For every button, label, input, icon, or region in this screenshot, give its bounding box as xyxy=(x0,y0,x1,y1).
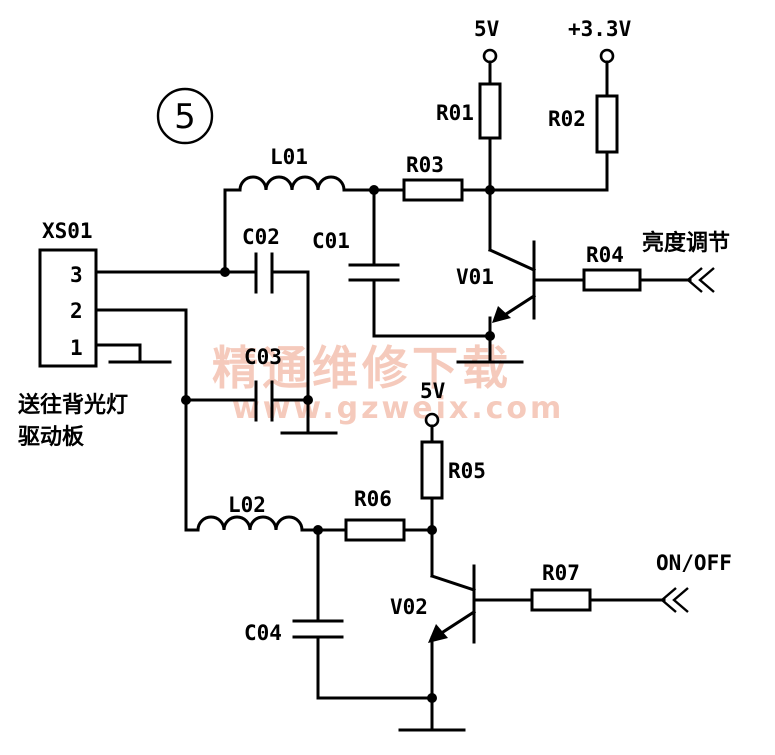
brightness-label: 亮度调节 xyxy=(642,230,730,256)
wire xyxy=(270,270,310,435)
capacitor-c01: C01 xyxy=(312,229,400,282)
connector-caption-1: 送往背光灯 xyxy=(18,392,128,418)
capacitor-c03: C03 xyxy=(244,345,282,422)
connector-label: XS01 xyxy=(42,219,93,243)
onoff-label: ON/OFF xyxy=(656,551,732,575)
pin-2-label: 2 xyxy=(70,299,83,323)
c04-label: C04 xyxy=(244,621,282,645)
r01-label: R01 xyxy=(436,101,474,125)
terminal-5v-mid xyxy=(424,412,440,428)
c02-label: C02 xyxy=(242,225,280,249)
connector-caption-2: 驱动板 xyxy=(18,425,85,450)
connector-xs01: XS01 3 2 1 送往背光灯 驱动板 xyxy=(18,219,128,450)
v01-label: V01 xyxy=(456,265,494,289)
c01-label: C01 xyxy=(312,229,350,253)
resistor-r06: R06 xyxy=(344,487,406,542)
resistor-r04: R04 xyxy=(582,243,642,292)
junction xyxy=(485,331,495,341)
capacitor-c02: C02 xyxy=(242,225,280,294)
wire xyxy=(316,635,434,700)
junction xyxy=(181,395,191,405)
r04-label: R04 xyxy=(586,243,624,267)
v02-label: V02 xyxy=(390,595,428,619)
resistor-r01: R01 xyxy=(436,82,502,140)
r06-label: R06 xyxy=(354,487,392,511)
resistor-r03: R03 xyxy=(402,153,464,202)
c03-label: C03 xyxy=(244,345,282,369)
r05-label: R05 xyxy=(448,459,486,483)
figure-marker: 5 xyxy=(156,87,214,145)
vcc-5v-mid-label: 5V xyxy=(420,379,446,403)
r02-label: R02 xyxy=(548,107,586,131)
wire xyxy=(460,150,609,192)
r03-label: R03 xyxy=(406,153,444,177)
l02-label: L02 xyxy=(228,493,266,517)
watermark-title: 精通维修下载 xyxy=(212,341,512,395)
resistor-r05: R05 xyxy=(420,440,486,500)
input-arrow-onoff xyxy=(660,587,689,613)
pin3-wire xyxy=(94,188,242,274)
pin2-wire xyxy=(94,308,200,532)
wire xyxy=(372,278,492,338)
terminal-3v3 xyxy=(599,48,615,64)
l01-label: L01 xyxy=(270,145,308,169)
transistor-v02: V02 xyxy=(390,564,477,644)
input-arrow-brightness xyxy=(686,267,715,293)
watermark-url: www.gzweix.com xyxy=(232,391,564,426)
r07-label: R07 xyxy=(542,561,580,585)
capacitor-c04: C04 xyxy=(244,619,344,645)
vcc-5v-top-label: 5V xyxy=(474,17,500,41)
inductor-l01: L01 xyxy=(238,145,346,192)
figure-marker-number: 5 xyxy=(174,97,196,137)
transistor-v01: V01 xyxy=(456,240,537,323)
resistor-r02: R02 xyxy=(548,94,619,154)
pin1-ground-wire xyxy=(94,343,142,364)
pin-3-label: 3 xyxy=(70,263,83,287)
vcc-3v3-label: +3.3V xyxy=(568,17,632,41)
resistor-r07: R07 xyxy=(530,561,592,612)
inductor-l02: L02 xyxy=(196,493,304,532)
pin-1-label: 1 xyxy=(70,336,83,360)
terminal-5v-top xyxy=(482,48,498,64)
